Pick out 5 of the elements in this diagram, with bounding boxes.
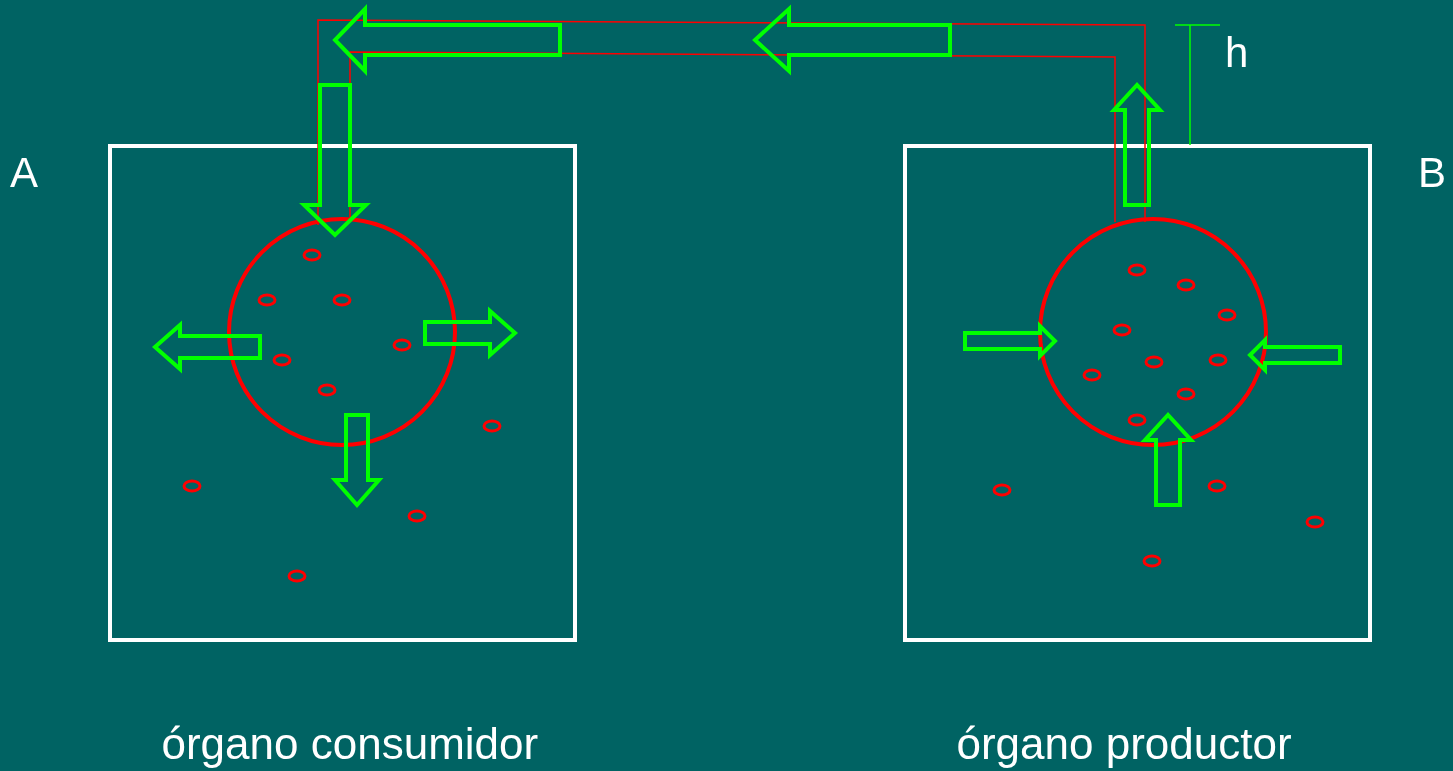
letter-label: B [1418, 152, 1446, 194]
letter-label: A [10, 152, 38, 194]
height-label: h [1225, 32, 1249, 74]
caption: órgano productor [956, 722, 1292, 766]
caption: órgano consumidor [161, 722, 539, 766]
